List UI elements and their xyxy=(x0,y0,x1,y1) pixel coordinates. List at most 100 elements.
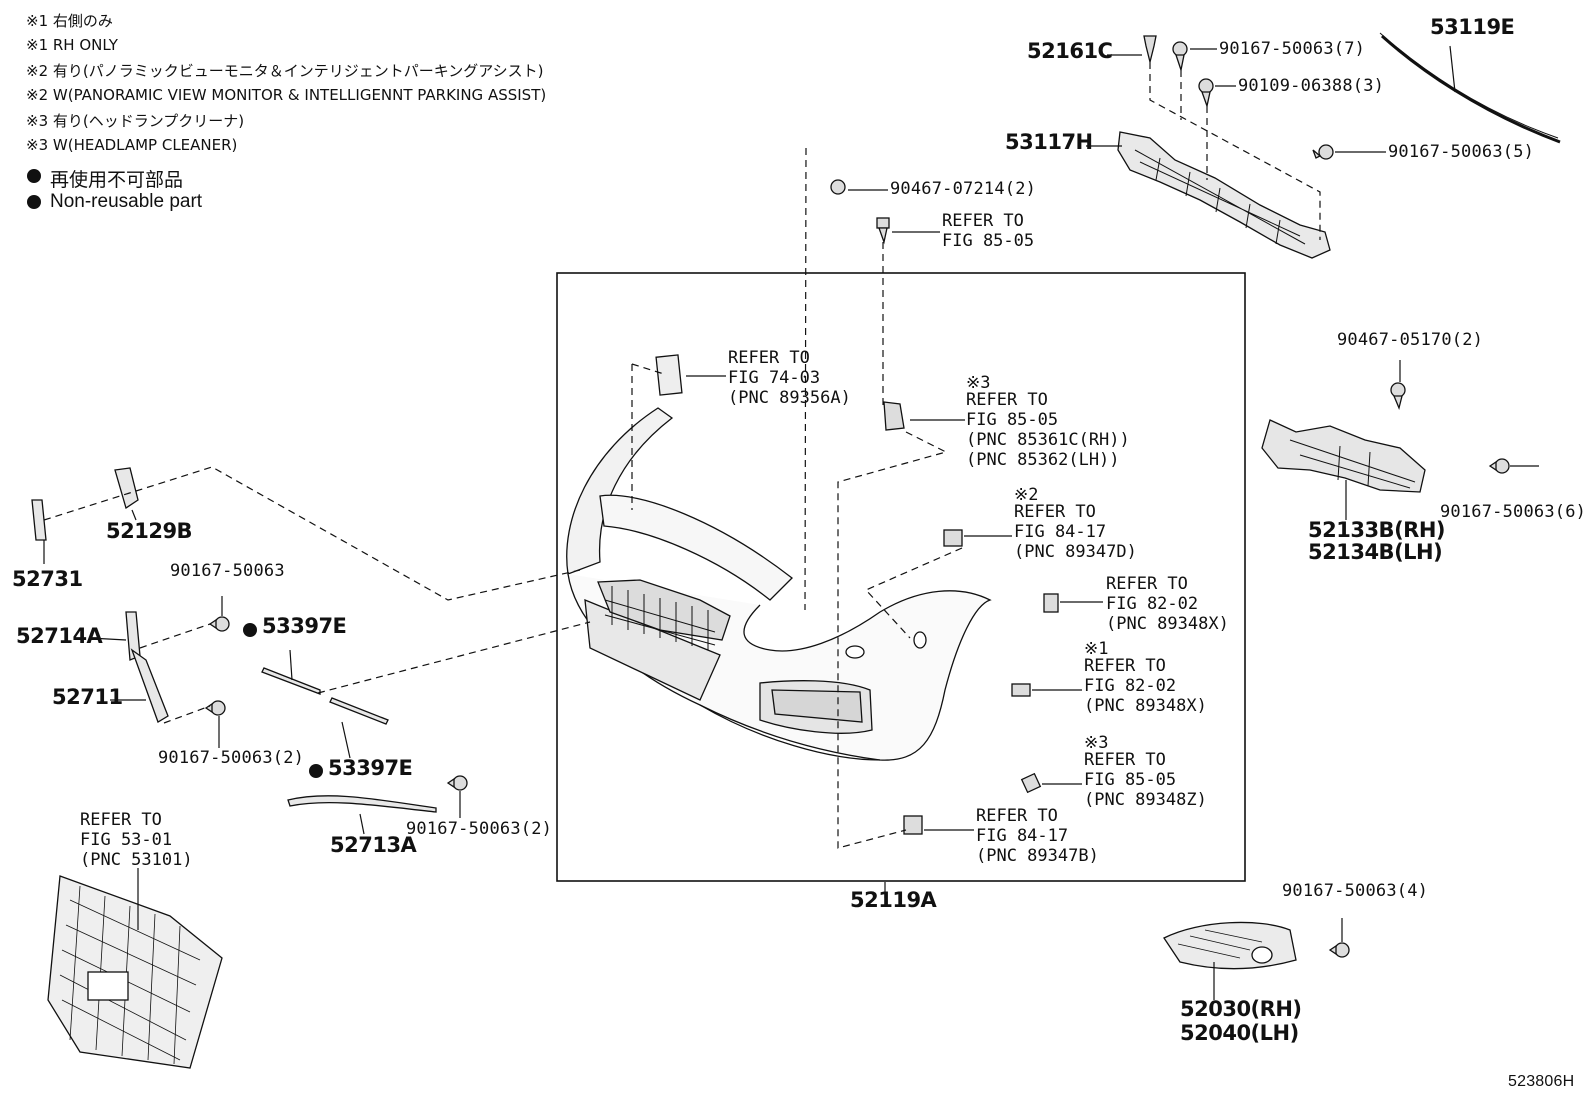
refer-fig: FIG 85-05 xyxy=(966,410,1059,430)
screw-icon xyxy=(210,700,226,716)
part-label-90167-50063-6[interactable]: 90167-50063(6) xyxy=(1440,502,1587,522)
part-label-52711[interactable]: 52711 xyxy=(52,685,123,709)
part-label-90167-50063[interactable]: 90167-50063 xyxy=(170,561,285,581)
refer-line: REFER TO xyxy=(966,390,1048,410)
clip-52161c-illustration xyxy=(1143,35,1157,63)
refer-note-mark: ※3 xyxy=(966,373,991,393)
refer-note-mark: ※3 xyxy=(1084,733,1109,753)
refer-note-mark: ※1 xyxy=(1084,639,1109,659)
refer-line: REFER TO xyxy=(1014,502,1096,522)
part-label-52713a[interactable]: 52713A xyxy=(330,833,417,857)
refer-fig: FIG 85-05 xyxy=(942,231,1035,251)
note-3-jp: ※3 有り(ヘッドランプクリーナ) xyxy=(26,112,245,130)
part-label-90167-50063-5[interactable]: 90167-50063(5) xyxy=(1388,142,1535,162)
refer-note-mark: ※2 xyxy=(1014,485,1039,505)
refer-fig: FIG 85-05 xyxy=(1084,770,1177,790)
refer-line: REFER TO xyxy=(1106,574,1188,594)
part-label-90167-50063-4[interactable]: 90167-50063(4) xyxy=(1282,881,1429,901)
sensor-icon xyxy=(1011,683,1031,697)
part-label-90167-50063-2-right[interactable]: 90167-50063(2) xyxy=(406,819,553,839)
part-label-53397e-upper[interactable]: 53397E xyxy=(262,614,347,638)
note-2-jp: ※2 有り(パノラミックビューモニタ＆インテリジェントパーキングアシスト) xyxy=(26,62,544,80)
part-label-52119a[interactable]: 52119A xyxy=(850,888,937,912)
part-label-52040[interactable]: 52040(LH) xyxy=(1180,1021,1299,1045)
part-label-52714a[interactable]: 52714A xyxy=(16,624,103,648)
refer-fig: FIG 82-02 xyxy=(1106,594,1199,614)
part-label-53117h[interactable]: 53117H xyxy=(1005,130,1093,154)
part-label-53397e-lower[interactable]: 53397E xyxy=(328,756,413,780)
note-1-jp: ※1 右側のみ xyxy=(26,12,113,30)
screw-icon xyxy=(452,775,468,791)
bracket-52129b-illustration xyxy=(114,467,139,510)
screw-icon xyxy=(1318,144,1334,160)
part-label-90167-50063-2-left[interactable]: 90167-50063(2) xyxy=(158,748,305,768)
refer-line: REFER TO xyxy=(80,810,162,830)
note-2-en: ※2 W(PANORAMIC VIEW MONITOR & INTELLIGEN… xyxy=(26,86,547,104)
sensor-icon xyxy=(1020,772,1042,794)
screw-icon xyxy=(214,616,230,632)
strip-53119e-illustration xyxy=(1380,34,1561,144)
non-reusable-bullet-icon xyxy=(243,623,257,637)
diagram-code: 523806H xyxy=(1508,1073,1575,1090)
refer-fig-74-03[interactable]: REFER TO FIG 74-03 (PNC 89356A) xyxy=(728,348,851,408)
legend-en: Non-reusable part xyxy=(50,191,203,212)
screw-icon xyxy=(1390,382,1406,398)
refer-fig-84-17-d[interactable]: ※2 REFER TO FIG 84-17 (PNC 89347D) xyxy=(1014,485,1137,563)
refer-pnc: (PNC 89356A) xyxy=(728,388,851,408)
part-label-52133b[interactable]: 52133B(RH) xyxy=(1308,518,1446,542)
part-label-52134b[interactable]: 52134B(LH) xyxy=(1308,540,1443,564)
screw-icon xyxy=(1198,78,1214,94)
legend-jp: 再使用不可部品 xyxy=(50,170,184,191)
refer-line: REFER TO xyxy=(1084,750,1166,770)
refer-fig-85-05-cleaner[interactable]: ※3 REFER TO FIG 85-05 (PNC 85361C(RH)) (… xyxy=(966,373,1130,471)
refer-fig: FIG 82-02 xyxy=(1084,676,1177,696)
refer-fig-84-17-b[interactable]: REFER TO FIG 84-17 (PNC 89347B) xyxy=(976,806,1099,866)
refer-pnc: (PNC 89347D) xyxy=(1014,542,1137,562)
screw-icon xyxy=(1172,41,1188,57)
refer-pnc: (PNC 89348X) xyxy=(1106,614,1229,634)
part-label-53119e[interactable]: 53119E xyxy=(1430,15,1515,39)
refer-pnc: (PNC 89348X) xyxy=(1084,696,1207,716)
refer-line: REFER TO xyxy=(976,806,1058,826)
lamp-cleaner-part-icon xyxy=(883,401,905,431)
part-label-90109-06388-3[interactable]: 90109-06388(3) xyxy=(1238,76,1385,96)
screw-icon xyxy=(1334,942,1350,958)
part-label-90167-50063-7[interactable]: 90167-50063(7) xyxy=(1219,39,1366,59)
refer-line: REFER TO xyxy=(942,211,1024,231)
part-label-52731[interactable]: 52731 xyxy=(12,567,83,591)
bracket-52133b-illustration xyxy=(1261,419,1426,493)
refer-line: REFER TO xyxy=(1084,656,1166,676)
part-label-52161c[interactable]: 52161C xyxy=(1027,39,1113,63)
sensor-icon xyxy=(1043,593,1059,613)
refer-fig: FIG 84-17 xyxy=(976,826,1069,846)
bracket-52711-illustration xyxy=(130,648,169,723)
refer-fig-53-01[interactable]: REFER TO FIG 53-01 (PNC 53101) xyxy=(80,810,193,870)
bracket-52731-illustration xyxy=(31,499,47,541)
sensor-bracket-icon xyxy=(943,529,963,547)
refer-pnc: (PNC 89347B) xyxy=(976,846,1099,866)
non-reusable-bullet-icon xyxy=(27,169,41,183)
part-label-90467-05170-2[interactable]: 90467-05170(2) xyxy=(1337,330,1484,350)
assembly-frame xyxy=(556,272,1246,882)
screw-icon xyxy=(1494,458,1510,474)
refer-fig-85-05-bolt[interactable]: REFER TO FIG 85-05 xyxy=(942,211,1034,251)
refer-fig-82-02-a[interactable]: REFER TO FIG 82-02 (PNC 89348X) xyxy=(1106,574,1229,634)
non-reusable-bullet-icon xyxy=(27,195,41,209)
part-label-90467-07214-2[interactable]: 90467-07214(2) xyxy=(890,179,1037,199)
strip-53397e-illustration xyxy=(261,667,321,695)
non-reusable-bullet-icon xyxy=(309,764,323,778)
garnish-52713a-illustration xyxy=(287,795,437,813)
part-label-52129b[interactable]: 52129B xyxy=(106,519,193,543)
retainer-53117h-illustration xyxy=(1117,131,1331,259)
refer-fig: FIG 74-03 xyxy=(728,368,821,388)
grille-emblem-mount xyxy=(87,971,129,1001)
bolt-icon xyxy=(876,217,890,229)
part-label-52030[interactable]: 52030(RH) xyxy=(1180,997,1302,1021)
refer-fig-82-02-b[interactable]: ※1 REFER TO FIG 82-02 (PNC 89348X) xyxy=(1084,639,1207,717)
refer-pnc: (PNC 85361C(RH)) xyxy=(966,430,1130,450)
refer-fig: FIG 84-17 xyxy=(1014,522,1107,542)
sensor-bracket-icon xyxy=(903,815,923,835)
refer-fig-85-05-z[interactable]: ※3 REFER TO FIG 85-05 (PNC 89348Z) xyxy=(1084,733,1207,811)
